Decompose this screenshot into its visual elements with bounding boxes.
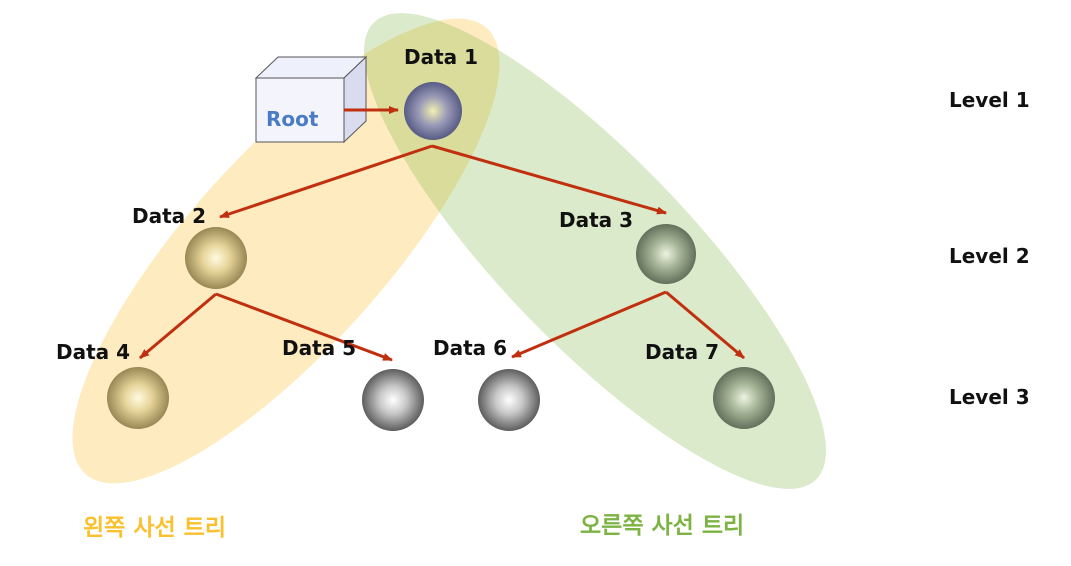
root-box — [254, 55, 368, 144]
node-data1 — [404, 82, 462, 140]
node-label-data7: Data 7 — [645, 340, 719, 364]
node-label-data5: Data 5 — [282, 336, 356, 360]
edge-data1-data2 — [219, 144, 433, 219]
node-label-data4: Data 4 — [56, 340, 130, 364]
node-label-data1: Data 1 — [404, 45, 478, 69]
edge-data1-data3 — [431, 144, 667, 215]
edge-data3-data6 — [511, 290, 667, 359]
node-data5 — [362, 369, 424, 431]
node-data6 — [478, 369, 540, 431]
node-data4 — [107, 367, 169, 429]
right-diagonal-region — [363, 13, 827, 489]
tree-nodes — [107, 82, 775, 431]
level-1-label: Level 1 — [949, 88, 1030, 112]
edge-data3-data7 — [665, 290, 745, 360]
node-data2 — [185, 227, 247, 289]
node-label-data2: Data 2 — [132, 204, 206, 228]
tree-edges — [139, 106, 745, 362]
edge-data2-data4 — [139, 292, 217, 360]
left-tree-caption: 왼쪽 사선 트리 — [83, 515, 226, 541]
left-diagonal-region — [72, 18, 500, 484]
root-label: Root — [266, 107, 319, 131]
node-data7 — [713, 367, 775, 429]
edge-data2-data5 — [215, 292, 393, 362]
level-2-label: Level 2 — [949, 244, 1030, 268]
node-label-data3: Data 3 — [559, 208, 633, 232]
right-tree-caption: 오른쪽 사선 트리 — [580, 513, 744, 539]
node-label-data6: Data 6 — [433, 336, 507, 360]
level-3-label: Level 3 — [949, 385, 1030, 409]
node-data3 — [636, 224, 696, 284]
